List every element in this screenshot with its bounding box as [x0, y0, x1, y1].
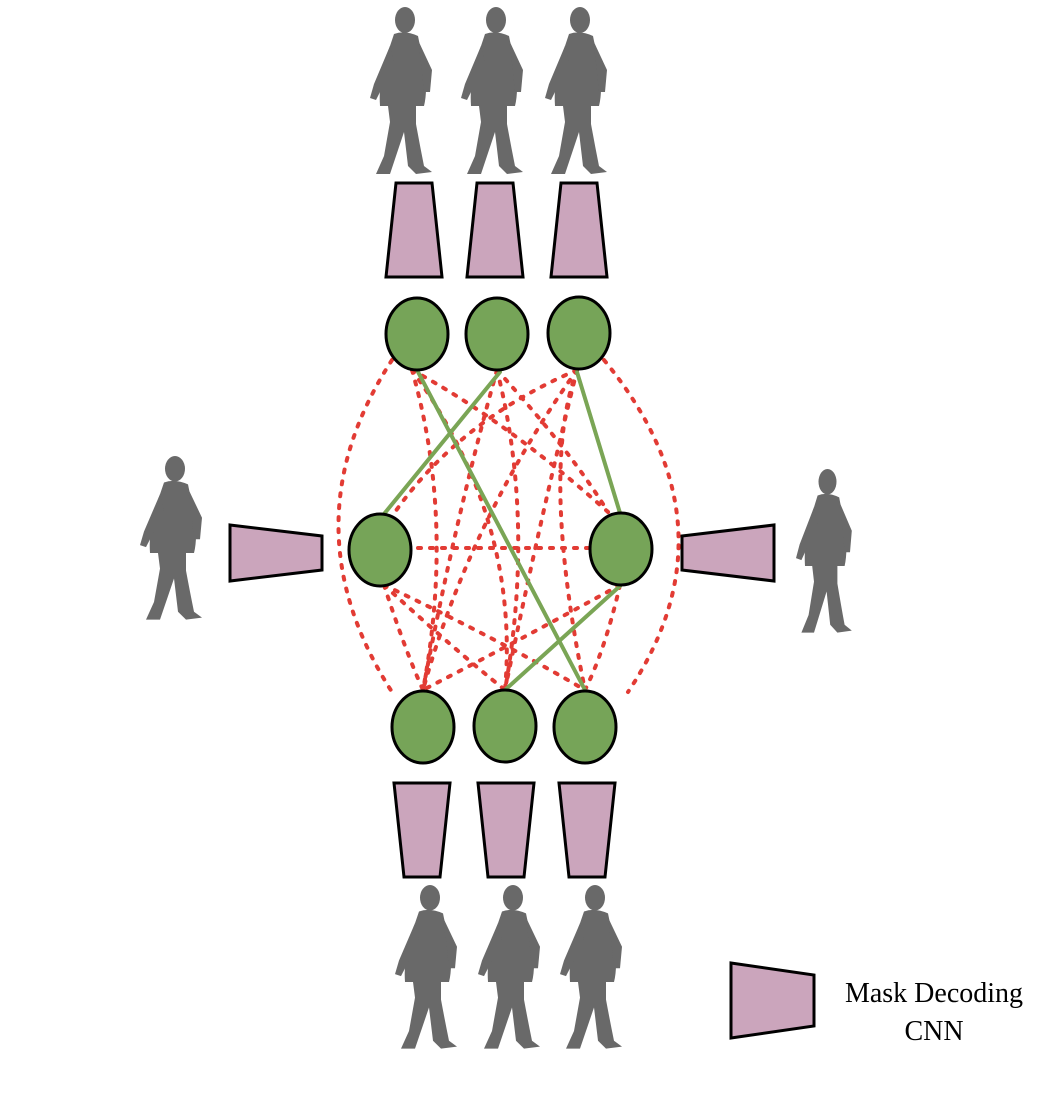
person-bottom-2-icon: [478, 884, 540, 1049]
outer-left-arc: [336, 358, 394, 694]
candidate-edge: [421, 583, 622, 692]
mask-decoders: [228, 181, 816, 1040]
legend-label-line1: Mask Decoding: [845, 978, 1023, 1009]
decoder-right: [680, 523, 776, 583]
candidate-edge: [410, 368, 439, 692]
person-top-1-icon: [370, 7, 432, 174]
outer-right-arc: [602, 358, 681, 694]
candidate-edge: [421, 368, 499, 692]
decoder-bottom-2: [476, 781, 536, 879]
candidate-edge: [382, 583, 425, 692]
candidate-edge: [495, 368, 610, 514]
matched-edge: [382, 370, 502, 516]
graph-nodes: [347, 295, 654, 765]
node-bottom-2: [472, 688, 538, 764]
decoder-bottom-1: [392, 781, 452, 879]
matched-edge: [415, 368, 587, 692]
node-left: [347, 512, 413, 588]
decoder-top-2: [465, 181, 525, 279]
legend-decoder-icon: [729, 961, 816, 1040]
node-top-1: [384, 296, 450, 372]
person-left-icon: [140, 455, 202, 620]
node-top-2: [464, 296, 530, 372]
person-bottom-3-icon: [560, 884, 622, 1049]
matched-edge: [575, 370, 622, 515]
decoder-bottom-3: [557, 781, 617, 879]
candidate-edge: [382, 583, 507, 692]
candidate-edge: [583, 583, 622, 692]
person-bottom-1-icon: [395, 884, 457, 1049]
decoder-top-1: [384, 181, 444, 279]
node-bottom-3: [552, 689, 618, 765]
matched-association-edges: [382, 368, 622, 692]
decoder-top-3: [549, 181, 609, 279]
person-right-icon: [796, 468, 852, 633]
node-bottom-1: [390, 689, 456, 765]
candidate-edge: [382, 583, 587, 692]
candidate-edge: [558, 368, 587, 692]
node-top-3: [546, 295, 612, 371]
candidate-edge: [421, 368, 579, 692]
legend-label-line2: CNN: [904, 1016, 963, 1047]
matched-edge: [503, 584, 622, 692]
candidate-edge: [503, 368, 579, 692]
person-top-3-icon: [545, 7, 607, 174]
candidate-edge: [393, 368, 579, 514]
candidate-edge: [410, 368, 610, 514]
node-right: [588, 511, 654, 587]
person-top-2-icon: [461, 7, 523, 174]
decoder-left: [228, 523, 324, 583]
candidate-edge: [495, 368, 521, 692]
